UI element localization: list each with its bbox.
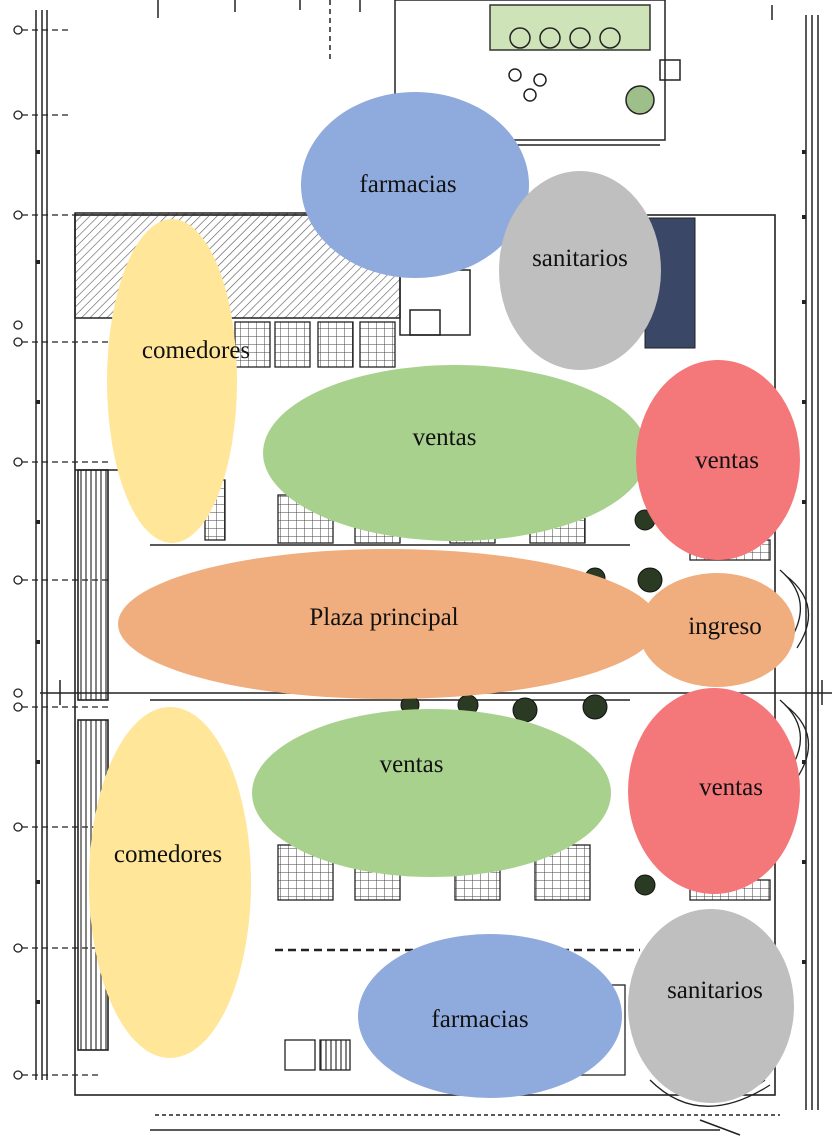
column-dots	[36, 150, 806, 1004]
zone-label-comedores-bottom: comedores	[113, 840, 223, 868]
zone-sanitarios-top: sanitarios	[499, 171, 661, 370]
zone-farmacias-bottom: farmacias	[358, 934, 622, 1098]
zone-label-ventas-center-top: ventas	[412, 424, 477, 451]
left-border-lines	[35, 10, 48, 1080]
upper-block	[394, 0, 681, 336]
zone-label-sanitarios-bottom: sanitarios	[667, 977, 763, 1004]
zone-label-plaza-principal: Plaza principal	[309, 604, 459, 631]
zone-farmacias-top: farmacias	[301, 92, 529, 278]
zone-label-ventas-center-bottom: ventas	[379, 751, 444, 778]
zone-ingreso: ingreso	[639, 573, 795, 687]
zone-label-ventas-right-top: ventas	[695, 447, 759, 474]
zone-sanitarios-bottom: sanitarios	[628, 909, 794, 1103]
zone-label-comedores-top: comedores	[141, 337, 251, 364]
zone-label-ventas-right-bottom: ventas	[699, 774, 763, 801]
zone-ventas-center-top: ventas	[263, 365, 648, 541]
top-ticks	[157, 0, 773, 60]
zone-ventas-right-bottom: ventas	[628, 688, 800, 894]
bottom-dimension	[150, 1114, 780, 1136]
right-border-lines	[805, 15, 819, 1110]
zone-comedores-bottom: comedores	[89, 707, 251, 1058]
zone-label-farmacias-top: farmacias	[359, 171, 457, 198]
zone-plaza-principal: Plaza principal	[118, 549, 659, 699]
zone-label-farmacias-bottom: farmacias	[431, 1006, 529, 1033]
zone-ventas-right-top: ventas	[636, 360, 800, 560]
zone-comedores-top: comedores	[107, 219, 250, 543]
zone-label-ingreso: ingreso	[688, 613, 762, 640]
zone-ventas-center-bottom: ventas	[252, 709, 611, 877]
zone-label-sanitarios-top: sanitarios	[532, 244, 628, 272]
